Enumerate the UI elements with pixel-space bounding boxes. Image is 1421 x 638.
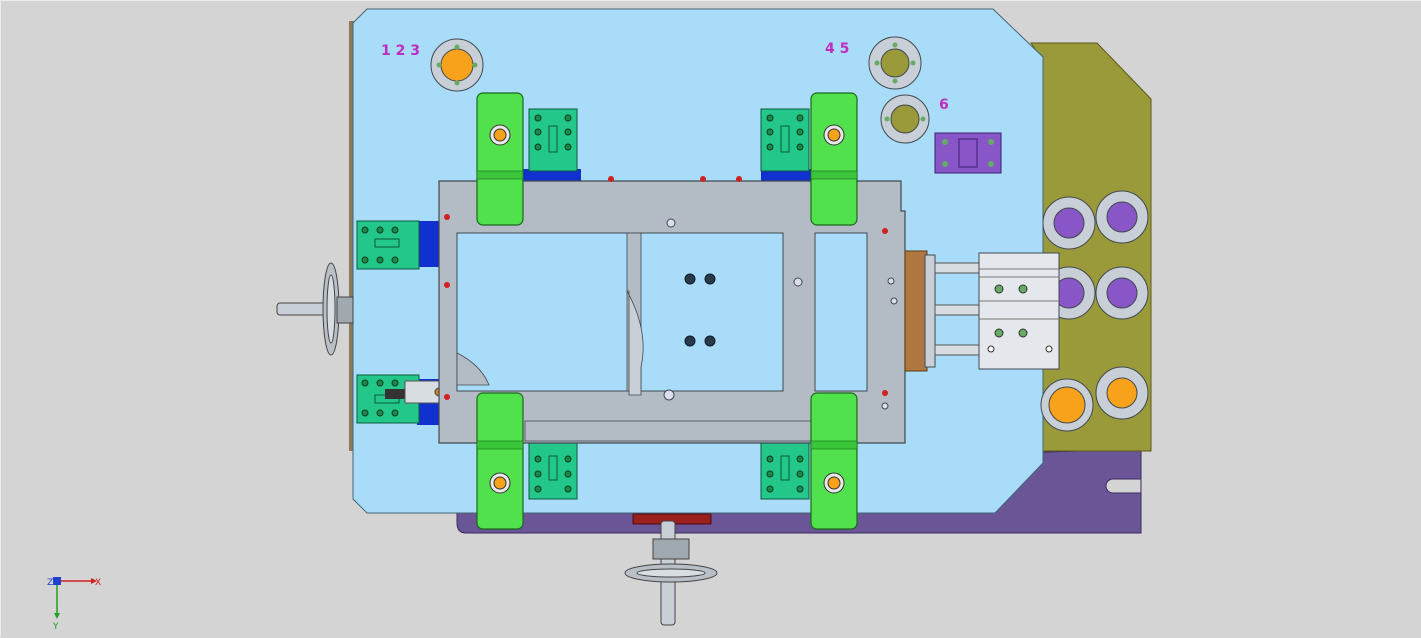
purple-block[interactable] bbox=[934, 132, 1002, 174]
axis-z-label: Z bbox=[47, 578, 53, 588]
toggle-clamp-bottom-left[interactable] bbox=[476, 392, 524, 530]
station-label-45: 4 5 bbox=[825, 41, 849, 57]
side-locators[interactable] bbox=[1040, 190, 1149, 432]
locator-block-bottom-right[interactable] bbox=[760, 440, 810, 500]
toggle-clamp-top-left[interactable] bbox=[476, 92, 524, 226]
locator-block-left-upper[interactable] bbox=[356, 220, 420, 270]
workpiece-frame[interactable] bbox=[438, 176, 906, 444]
hand-wheel-left[interactable] bbox=[276, 262, 354, 356]
locator-block-bottom-left[interactable] bbox=[528, 440, 578, 500]
station-label-123: 1 2 3 bbox=[381, 43, 420, 59]
toggle-clamp-bottom-right[interactable] bbox=[810, 392, 858, 530]
locator-pin-4[interactable] bbox=[868, 36, 922, 90]
station-label-6: 6 bbox=[939, 97, 949, 113]
locator-block-top-right[interactable] bbox=[760, 108, 810, 172]
toggle-clamp-top-right[interactable] bbox=[810, 92, 858, 226]
axis-x-label: X bbox=[95, 578, 101, 588]
locator-block-top-left[interactable] bbox=[528, 108, 578, 172]
hand-wheel-bottom[interactable] bbox=[624, 520, 718, 626]
pneumatic-cylinder[interactable] bbox=[904, 250, 1060, 372]
axis-triad: X Y Z bbox=[47, 577, 101, 632]
locator-pin-6[interactable] bbox=[880, 94, 930, 144]
locator-pin-1[interactable] bbox=[430, 38, 484, 92]
axis-y-label: Y bbox=[52, 622, 59, 632]
